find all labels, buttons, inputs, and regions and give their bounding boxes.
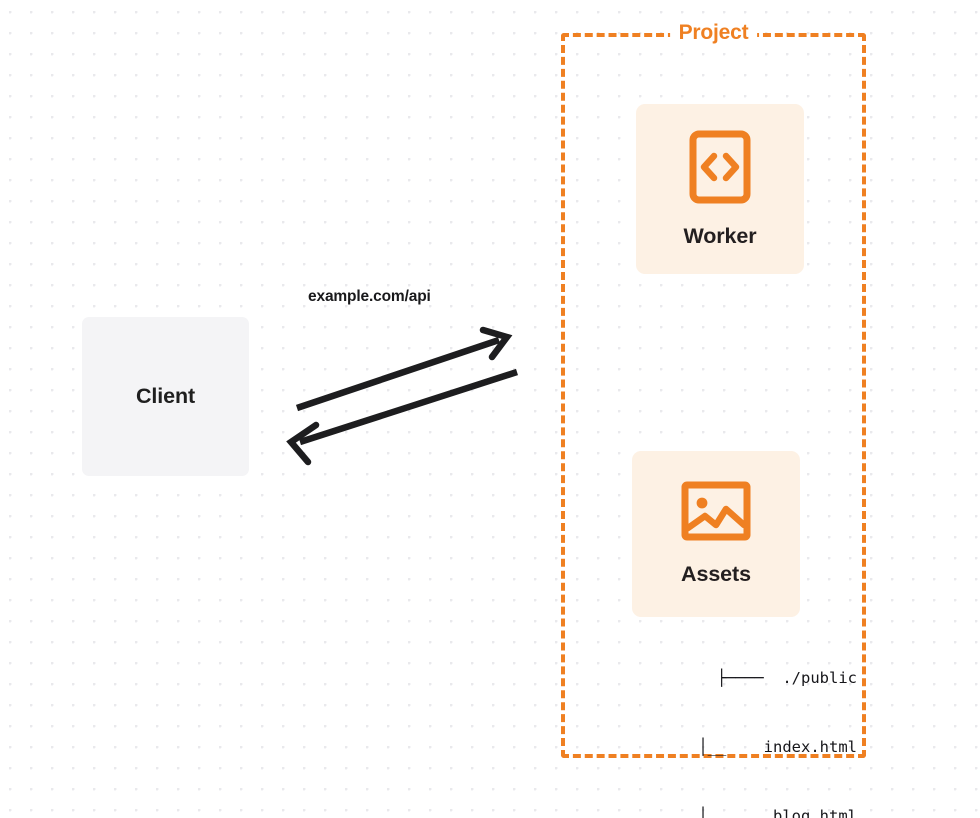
node-assets-label: Assets bbox=[681, 562, 751, 586]
node-worker-label: Worker bbox=[683, 223, 757, 248]
image-picture-icon bbox=[681, 481, 751, 546]
tree-row: │__ index.html bbox=[679, 738, 857, 756]
asset-file-tree: ├──── ./public │__ index.html │__ blog.h… bbox=[609, 621, 857, 818]
code-brackets-icon bbox=[689, 130, 751, 209]
edge-label-example-api: example.com/api bbox=[308, 288, 431, 305]
node-client[interactable]: Client bbox=[82, 317, 249, 476]
tree-row: │__ blog.html bbox=[679, 807, 857, 818]
node-client-label: Client bbox=[135, 384, 196, 408]
project-container[interactable]: Project Worker Assets ├──── ./public │__… bbox=[561, 21, 866, 818]
node-worker[interactable]: Worker bbox=[636, 104, 804, 274]
tree-row: ├──── ./public bbox=[717, 669, 857, 687]
project-title: Project bbox=[669, 21, 758, 45]
node-assets[interactable]: Assets bbox=[632, 451, 800, 617]
